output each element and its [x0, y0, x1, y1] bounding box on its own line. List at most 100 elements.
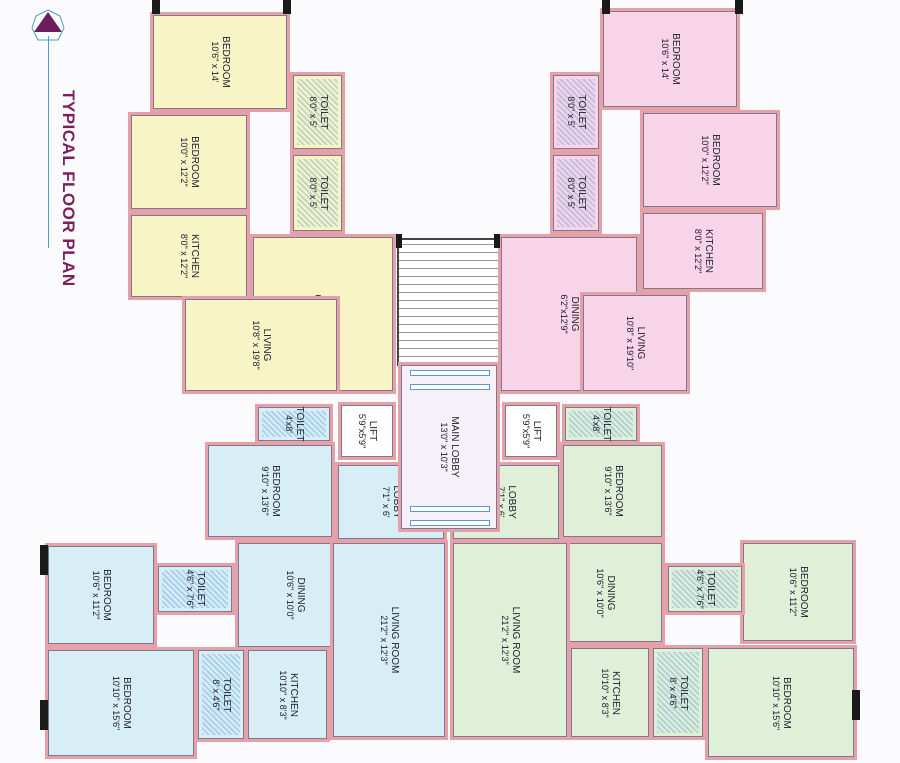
toilet-tile-pattern [557, 159, 595, 227]
room-size: 8'0" x 5' [566, 177, 576, 209]
lobby-step [410, 370, 490, 376]
room-name: TOILET [294, 406, 305, 442]
lobby-step [410, 384, 490, 390]
room-size: 8'0" x 5' [566, 96, 576, 128]
room-size: 10'10" x 15'6" [771, 675, 781, 730]
room-size: 9'10" x 13'6" [602, 466, 613, 516]
toilet-tile-pattern [162, 570, 228, 608]
room-size: 4'x8' [591, 415, 601, 433]
room-name: KITCHEN [610, 670, 621, 715]
room-name: LIVING [261, 328, 272, 362]
room-size: 8'0" x 12'2" [179, 233, 189, 279]
room-name: LOBBY [506, 485, 517, 519]
room-name: TOILET [705, 571, 716, 607]
wall-column [283, 0, 291, 14]
wall-column [152, 0, 160, 14]
toilet-tile-pattern [657, 652, 699, 733]
room-size: 4'6" x 7'6" [185, 569, 195, 609]
room-name: KITCHEN [703, 229, 714, 273]
room-name: BEDROOM [670, 33, 681, 85]
room-name: TOILET [678, 675, 689, 710]
wall-column [396, 234, 402, 248]
toilet-tile-pattern [569, 411, 633, 437]
room-size: 7'1" x 6' [381, 486, 391, 518]
room-size: 9'10" x 13'6" [260, 466, 270, 516]
lobby-step [410, 520, 490, 526]
room-size: 10'10" x 8'3" [277, 669, 288, 720]
room-size: 21'2" x 12'3" [500, 615, 510, 665]
room-size: 10'0" x 12'2" [700, 135, 710, 185]
room-name: BEDROOM [612, 465, 624, 517]
room-name: BEDROOM [781, 676, 792, 729]
toilet-tile-pattern [262, 411, 326, 437]
room-size: 10'8" x 19'10" [625, 315, 635, 371]
room-size: 10'6" x 11'2" [788, 567, 798, 617]
room-size: 6'2"x12'9" [559, 294, 569, 334]
room-name: BEDROOM [121, 677, 132, 729]
room-size: 8'0" x 5' [307, 96, 318, 128]
staircase [397, 238, 501, 366]
room-name: TOILET [195, 571, 206, 607]
north-line [48, 36, 49, 248]
room-size: 10'6" x 10'0" [595, 567, 605, 618]
room-name: KITCHEN [287, 672, 299, 717]
room-size: 10'6" x 14' [660, 38, 670, 80]
wall-column [494, 234, 500, 248]
lobby-step [410, 506, 490, 512]
room-name: BEDROOM [189, 136, 200, 188]
toilet-tile-pattern [672, 570, 738, 608]
toilet-tile-pattern [202, 654, 240, 735]
wall-column [40, 545, 48, 575]
wall-column [602, 0, 610, 14]
room-size: 4'6" x 7'6" [695, 569, 705, 609]
room-name: TOILET [576, 175, 587, 211]
room-size: 10'10" x 15'6" [111, 675, 121, 731]
room-name: BEDROOM [710, 134, 721, 186]
room-name: LIFT [531, 420, 542, 442]
room-name: BEDROOM [101, 569, 112, 621]
